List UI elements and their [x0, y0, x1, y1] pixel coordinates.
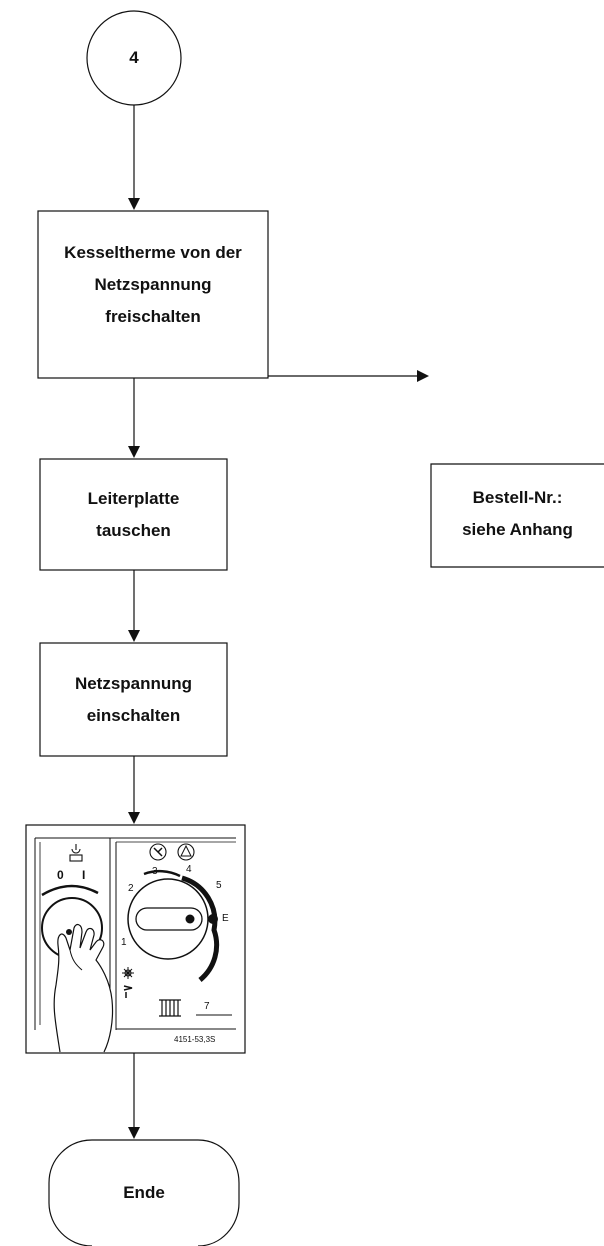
- step-disconnect-box: [37, 210, 269, 379]
- radiator-icon: [159, 999, 181, 1017]
- dial-tick-e: E: [222, 913, 229, 924]
- hand-icon: [53, 923, 114, 1053]
- dial-grip: [135, 907, 203, 931]
- switch-off-label: 0: [57, 868, 64, 882]
- order-note-label: Bestell-Nr.: siehe Anhang: [462, 488, 573, 539]
- sun-icon: [122, 967, 134, 979]
- warning-icon: [177, 843, 195, 861]
- step-poweron-box: [39, 642, 228, 757]
- control-panel-illustration: [25, 824, 246, 1054]
- step-poweron-label: Netzspannung einschalten: [74, 674, 193, 725]
- step-replace-label: Leiterplatte tauschen: [87, 489, 180, 540]
- figure-code: 4151-53,3S: [174, 1035, 216, 1044]
- dial-tick-5: 5: [216, 880, 222, 891]
- power-icon: [69, 844, 83, 862]
- order-note-box: [430, 463, 604, 568]
- end-terminator: [48, 1139, 240, 1246]
- dial-e-marker: [208, 914, 218, 924]
- switch-arc-arrow: [41, 884, 99, 897]
- dial-tick-1: 1: [121, 937, 127, 948]
- dial-scale-arc: [181, 875, 220, 982]
- step-disconnect-label: Kesseltherme von der Netzspannung freisc…: [64, 243, 242, 326]
- step-replace-box: [39, 458, 228, 571]
- switch-on-label: I: [82, 868, 86, 882]
- start-connector-label: 4: [129, 48, 139, 67]
- dial-tick-7: 7: [204, 1001, 210, 1012]
- dial-tick-2: 2: [128, 883, 134, 894]
- service-icon: [149, 843, 167, 861]
- dial-tick-4: 4: [186, 864, 192, 875]
- dial-tick-3: 3: [152, 866, 158, 877]
- end-label: Ende: [123, 1183, 165, 1202]
